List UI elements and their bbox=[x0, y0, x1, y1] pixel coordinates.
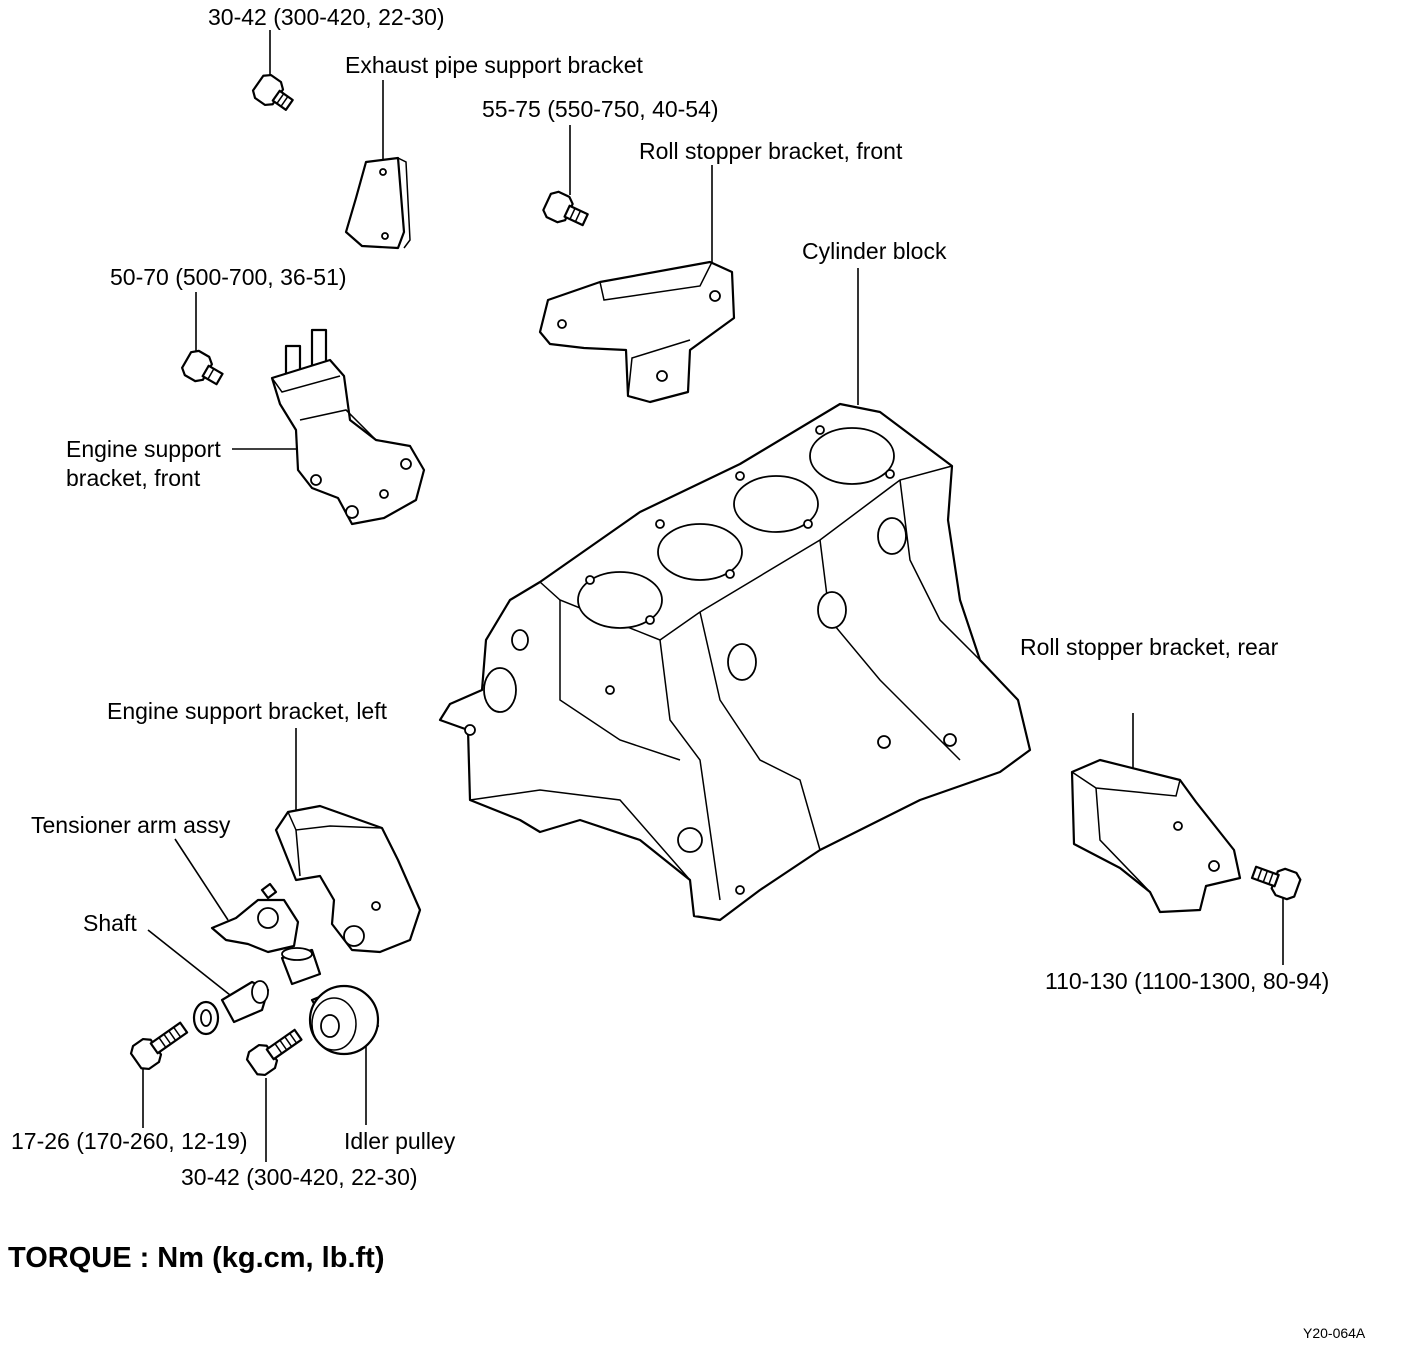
exhaust-pipe-support-bracket bbox=[344, 156, 411, 250]
roll-stopper-bracket-front bbox=[538, 260, 736, 404]
figure-code: Y20-064A bbox=[1303, 1325, 1366, 1341]
leader-lines bbox=[142, 30, 1284, 1162]
engine-support-bracket-front-label-2: bracket, front bbox=[66, 465, 201, 491]
roll-stopper-bracket-rear bbox=[1070, 758, 1242, 914]
engine-support-bracket-left-label: Engine support bracket, left bbox=[107, 698, 387, 724]
shaft bbox=[220, 980, 270, 1024]
idler-pulley-label: Idler pulley bbox=[344, 1128, 456, 1154]
engine-support-bracket-left bbox=[274, 804, 422, 954]
washer bbox=[192, 1000, 220, 1036]
engine-support-bracket-front bbox=[270, 328, 426, 526]
bolt-engine-support-front bbox=[181, 349, 224, 386]
bolt-pulley bbox=[245, 1028, 303, 1077]
idler-pulley bbox=[308, 984, 380, 1056]
cylinder-block bbox=[438, 402, 1032, 922]
cylinder-block-label: Cylinder block bbox=[802, 238, 947, 264]
tensioner-arm-assy bbox=[210, 882, 300, 954]
tensioner-arm-assy-label: Tensioner arm assy bbox=[31, 812, 231, 838]
torque-top-left: 30-42 (300-420, 22-30) bbox=[208, 4, 445, 30]
torque-engine-support-front: 50-70 (500-700, 36-51) bbox=[110, 264, 347, 290]
torque-roll-stopper-front: 55-75 (550-750, 40-54) bbox=[482, 96, 719, 122]
shaft-label: Shaft bbox=[83, 910, 137, 936]
bolt-shaft bbox=[129, 1021, 189, 1071]
sleeve bbox=[280, 947, 322, 986]
bolt-top-left bbox=[251, 73, 294, 111]
torque-pulley-bolt: 30-42 (300-420, 22-30) bbox=[181, 1164, 418, 1190]
engine-support-bracket-front-label-1: Engine support bbox=[66, 436, 221, 462]
torque-units-note: TORQUE : Nm (kg.cm, lb.ft) bbox=[8, 1242, 385, 1274]
bolt-roll-stopper-front bbox=[542, 190, 589, 227]
roll-stopper-bracket-rear-label: Roll stopper bracket, rear bbox=[1020, 634, 1279, 660]
roll-stopper-bracket-front-label: Roll stopper bracket, front bbox=[639, 138, 903, 164]
torque-roll-stopper-rear: 110-130 (1100-1300, 80-94) bbox=[1045, 968, 1330, 994]
exhaust-pipe-support-bracket-label: Exhaust pipe support bracket bbox=[345, 52, 643, 78]
torque-shaft-bolt: 17-26 (170-260, 12-19) bbox=[11, 1128, 248, 1154]
bolt-roll-stopper-rear bbox=[1250, 865, 1302, 901]
